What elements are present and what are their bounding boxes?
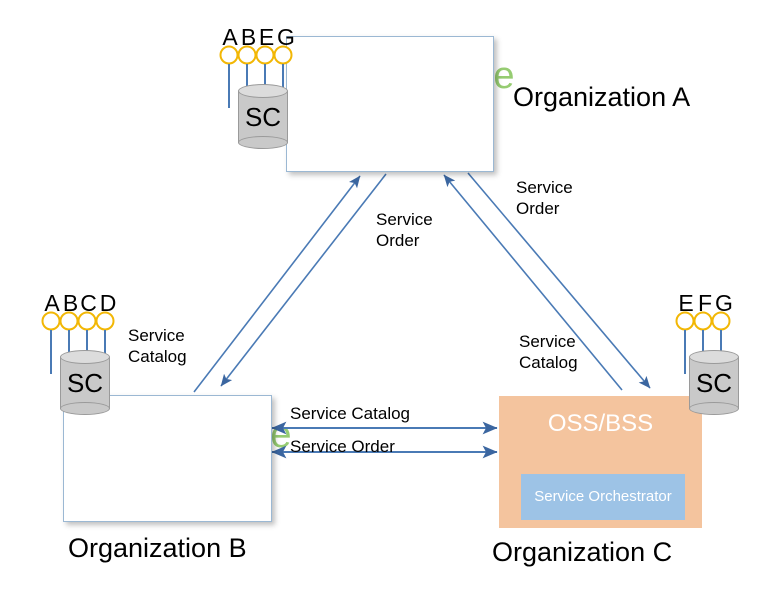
catalog-cylinder-label-a: SC — [244, 102, 282, 132]
catalog-item-a-1: B — [240, 24, 257, 50]
connector-a-to-c-service-catalog — [467, 172, 651, 389]
organization-b-box[interactable] — [63, 395, 272, 522]
catalog-item-letters-a: A B E G — [220, 26, 298, 49]
organization-c-box[interactable]: OSS/BSS Service Orchestrator — [499, 396, 702, 528]
catalog-cylinder-c: SC — [689, 350, 739, 415]
catalog-cylinder-b: SC — [60, 350, 110, 415]
oss-bss-title: OSS/BSS — [547, 410, 654, 437]
catalog-item-b-1: B — [62, 290, 79, 316]
catalog-item-a-0: A — [222, 24, 238, 50]
connector-c-to-a-service-order — [443, 174, 623, 391]
label-flow-b-c-catalog: Service Catalog — [290, 404, 411, 423]
organization-b-caption: Organization B — [68, 533, 247, 563]
label-flow-b-to-a-order: Service Order — [376, 210, 433, 251]
organization-a-box[interactable] — [286, 36, 494, 172]
service-orchestrator-box[interactable]: Service Orchestrator — [521, 474, 685, 520]
catalog-item-c-1: F — [697, 290, 713, 316]
label-flow-c-to-a-order: Service Order — [516, 178, 573, 219]
catalog-item-letters-b: A B C D — [42, 292, 120, 315]
label-service-catalog-b-note: Service Catalog — [128, 326, 187, 367]
organization-c-caption: Organization C — [492, 537, 673, 567]
label-flow-a-to-c-catalog: Service Catalog — [519, 332, 578, 373]
catalog-item-letters-c: E F G — [676, 292, 736, 315]
catalog-cylinder-a: SC — [238, 84, 288, 149]
catalog-item-a-3: G — [277, 24, 295, 50]
organization-a-caption: Organization A — [513, 82, 691, 112]
label-flow-b-c-order: Service Order — [290, 437, 395, 456]
connector-a-to-b-service-catalog — [220, 173, 387, 387]
catalog-item-c-2: G — [715, 290, 733, 316]
catalog-cylinder-label-b: SC — [66, 368, 104, 398]
catalog-item-c-0: E — [678, 290, 694, 316]
connector-b-to-a-service-order — [193, 175, 361, 393]
catalog-cylinder-label-c: SC — [695, 368, 733, 398]
catalog-item-b-0: A — [44, 290, 60, 316]
catalog-item-b-3: D — [99, 290, 117, 316]
catalog-item-a-2: E — [258, 24, 275, 50]
catalog-item-b-2: C — [80, 290, 97, 316]
